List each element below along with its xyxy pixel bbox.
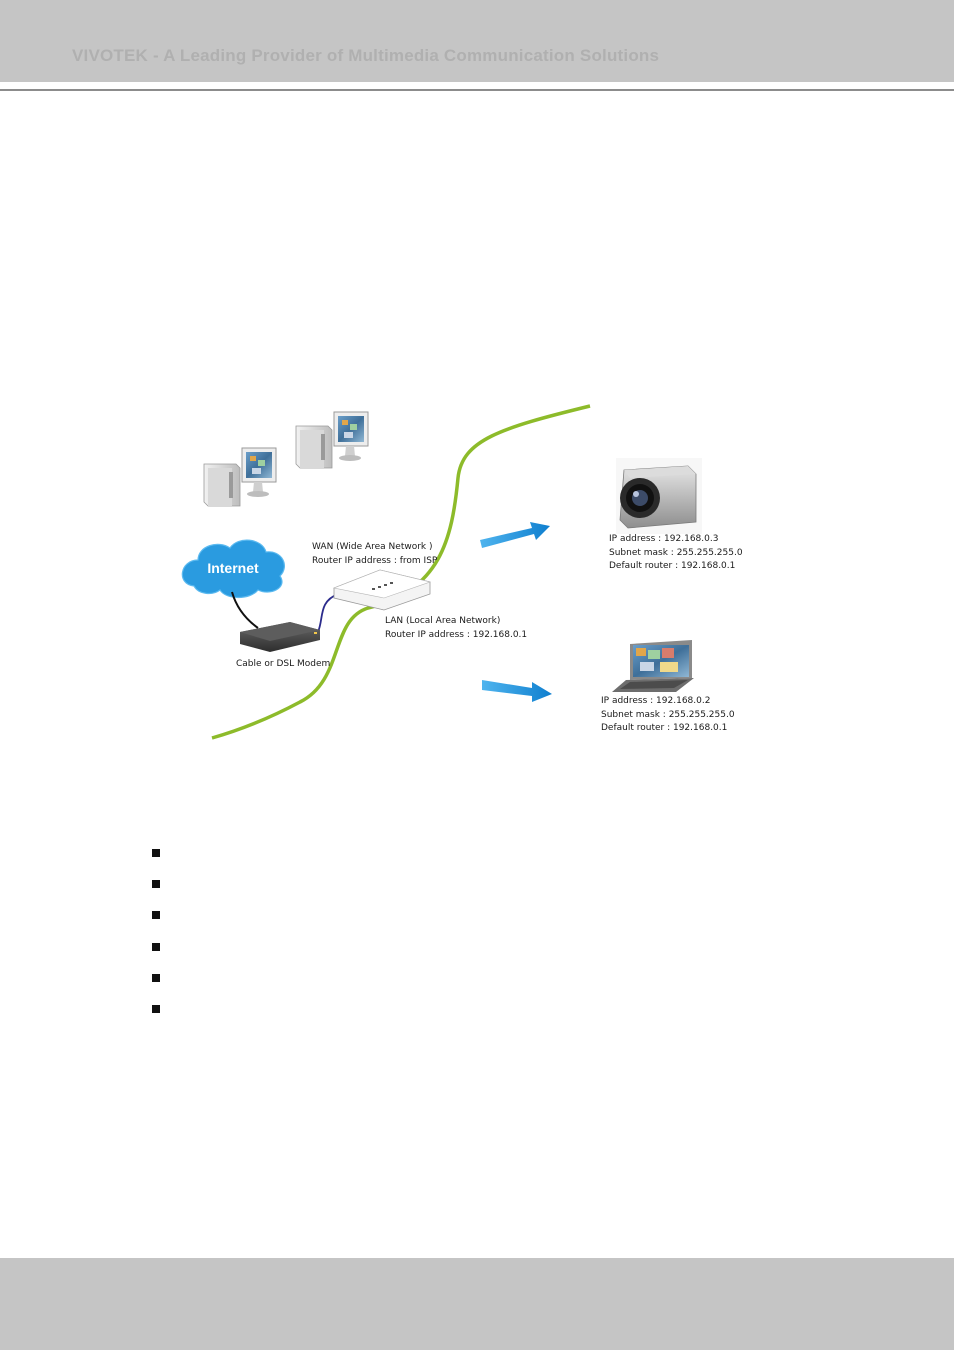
- arrow-to-camera: [480, 522, 550, 548]
- lan-title: LAN (Local Area Network): [385, 616, 501, 626]
- router-icon: [332, 569, 432, 611]
- laptop-subnet-mask: Subnet mask : 255.255.255.0: [601, 709, 735, 720]
- bullet-marker: [152, 849, 160, 857]
- bullet-marker: [152, 880, 160, 889]
- lan-label: LAN (Local Area Network) Router IP addre…: [385, 615, 527, 642]
- modem-icon: [240, 622, 320, 652]
- ip-camera-icon: [616, 458, 702, 534]
- header-divider: [0, 89, 954, 91]
- laptop-ip-address: IP address : 192.168.0.2: [601, 696, 711, 706]
- wan-router-ip: Router IP address : from ISP: [312, 555, 438, 566]
- bullet-marker: [152, 942, 160, 951]
- laptop-network-settings: IP address : 192.168.0.2 Subnet mask : 2…: [601, 695, 735, 736]
- arrow-to-laptop: [482, 680, 552, 702]
- bullet-marker: [152, 911, 160, 920]
- laptop-icon: [612, 640, 694, 692]
- laptop-default-router: Default router : 192.168.0.1: [601, 723, 728, 733]
- camera-default-router: Default router : 192.168.0.1: [609, 561, 736, 571]
- header-title: VIVOTEK - A Leading Provider of Multimed…: [72, 46, 660, 65]
- camera-network-settings: IP address : 192.168.0.3 Subnet mask : 2…: [609, 533, 743, 574]
- internet-label: Internet: [207, 560, 259, 576]
- internet-cloud-icon: Internet: [181, 539, 285, 599]
- modem-label: Cable or DSL Modem: [236, 659, 331, 669]
- camera-ip-address: IP address : 192.168.0.3: [609, 534, 719, 544]
- desktop-pc-icon: [295, 411, 369, 469]
- wan-title: WAN (Wide Area Network ): [312, 542, 433, 552]
- wan-label: WAN (Wide Area Network ) Router IP addre…: [312, 541, 437, 568]
- bullet-marker: [152, 973, 160, 982]
- page-footer: [0, 1258, 954, 1350]
- page-header: VIVOTEK - A Leading Provider of Multimed…: [0, 0, 954, 82]
- network-diagram: Internet: [181, 404, 702, 740]
- bullet-marker: [152, 1004, 160, 1013]
- lan-router-ip: Router IP address : 192.168.0.1: [385, 629, 528, 640]
- desktop-pc-icon: [203, 447, 277, 507]
- camera-subnet-mask: Subnet mask : 255.255.255.0: [609, 547, 743, 558]
